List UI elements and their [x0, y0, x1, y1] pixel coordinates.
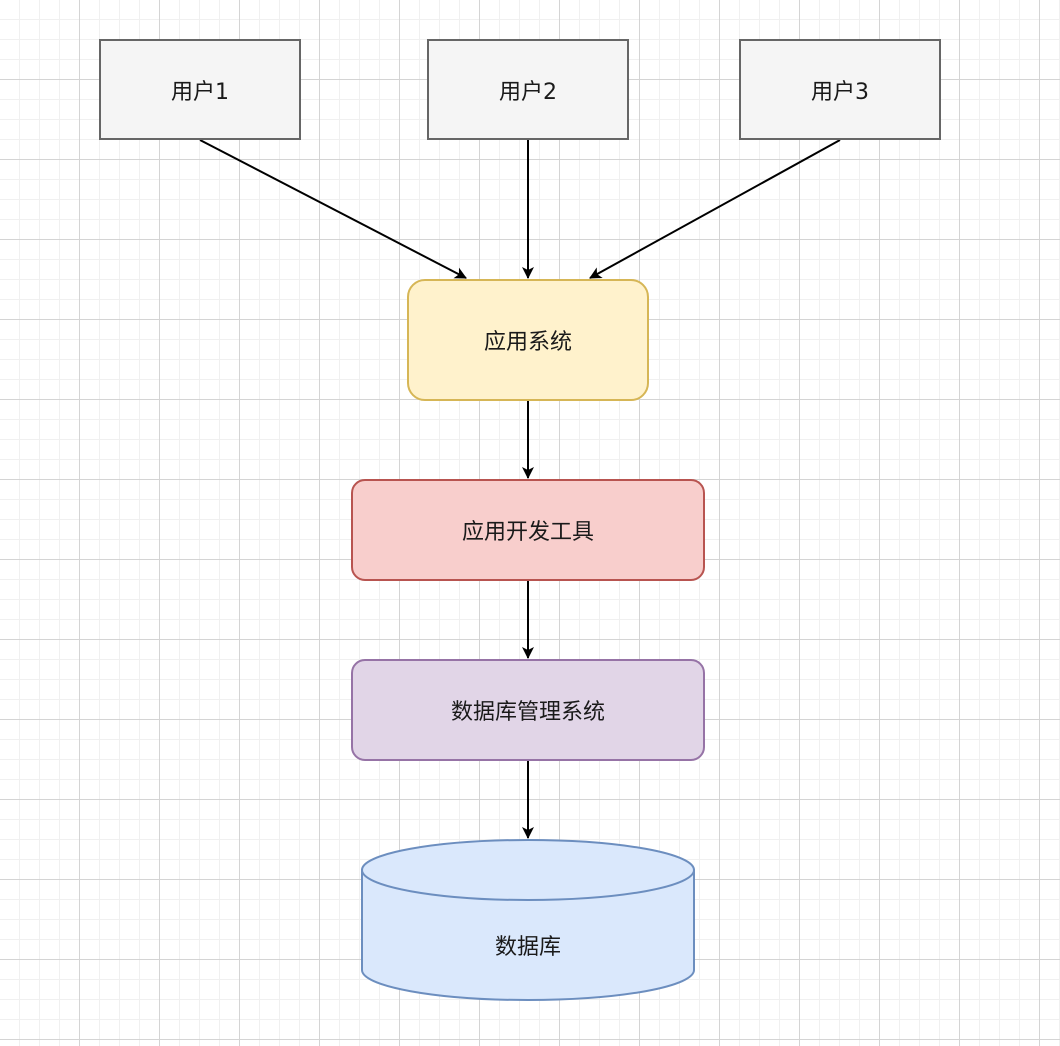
- node-dbms[interactable]: 数据库管理系统: [351, 659, 705, 761]
- node-dev-tools-label: 应用开发工具: [461, 520, 594, 545]
- node-dbms-label: 数据库管理系统: [450, 700, 605, 725]
- node-app-system-label: 应用系统: [483, 330, 572, 355]
- node-user-2-label: 用户2: [499, 79, 557, 105]
- node-user-2[interactable]: 用户2: [427, 39, 629, 140]
- node-user-3[interactable]: 用户3: [739, 39, 941, 140]
- database-cylinder[interactable]: [361, 839, 695, 1001]
- database-cylinder-top: [361, 839, 695, 901]
- node-user-1[interactable]: 用户1: [99, 39, 301, 140]
- node-app-system[interactable]: 应用系统: [407, 279, 649, 401]
- node-user-3-label: 用户3: [811, 79, 869, 105]
- node-dev-tools[interactable]: 应用开发工具: [351, 479, 705, 581]
- node-user-1-label: 用户1: [171, 79, 229, 105]
- edge-user1-to-app: [199, 139, 467, 279]
- node-database-label: 数据库: [494, 935, 561, 960]
- database-cylinder-body: [361, 869, 695, 1001]
- edge-user3-to-app: [589, 139, 841, 279]
